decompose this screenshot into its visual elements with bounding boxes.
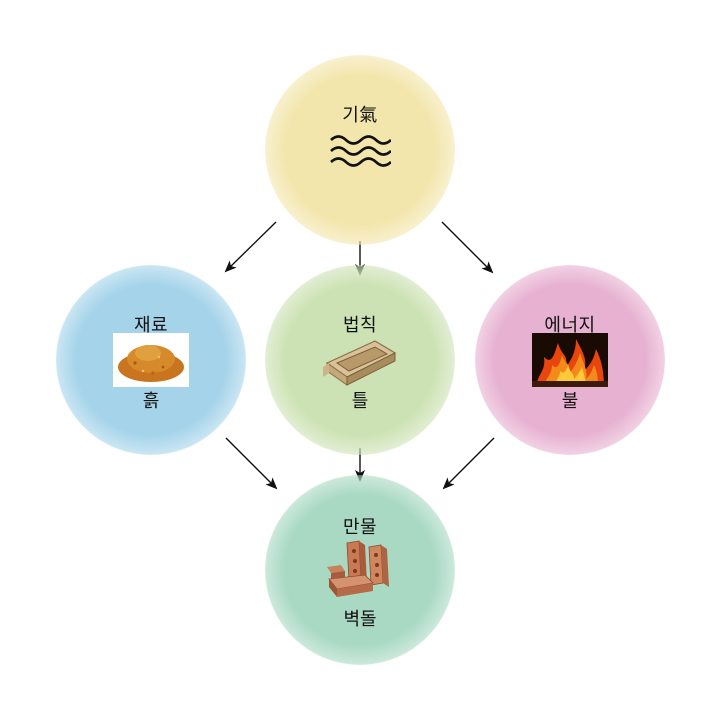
arrow-qi-to-energy — [441, 221, 494, 274]
node-qi-title: 기氣 — [342, 105, 378, 126]
node-material-label: 흙 — [142, 391, 160, 412]
fire-icon — [532, 333, 608, 387]
node-law-title: 법칙 — [342, 315, 378, 336]
arrow-qi-to-material — [224, 221, 277, 273]
bricks-icon — [327, 540, 389, 597]
node-law-label: 틀 — [351, 391, 369, 412]
arrow-material-to-all — [225, 437, 278, 490]
wave-icon — [330, 135, 391, 167]
arrow-energy-to-all — [442, 437, 495, 490]
brick-mold-icon — [323, 340, 397, 386]
node-all-things: 만물 벽돌 — [265, 475, 455, 665]
node-energy: 에너지 불 — [475, 265, 665, 455]
node-all-label: 벽돌 — [343, 609, 377, 630]
node-energy-title: 에너지 — [544, 315, 596, 336]
node-energy-label: 불 — [561, 391, 579, 412]
node-qi: 기氣 — [265, 55, 455, 245]
node-material-title: 재료 — [133, 315, 169, 336]
node-material: 재료 흙 — [56, 265, 246, 455]
node-law: 법칙 틀 — [265, 265, 455, 455]
soil-pile-icon — [113, 333, 189, 387]
node-all-title: 만물 — [342, 517, 378, 538]
